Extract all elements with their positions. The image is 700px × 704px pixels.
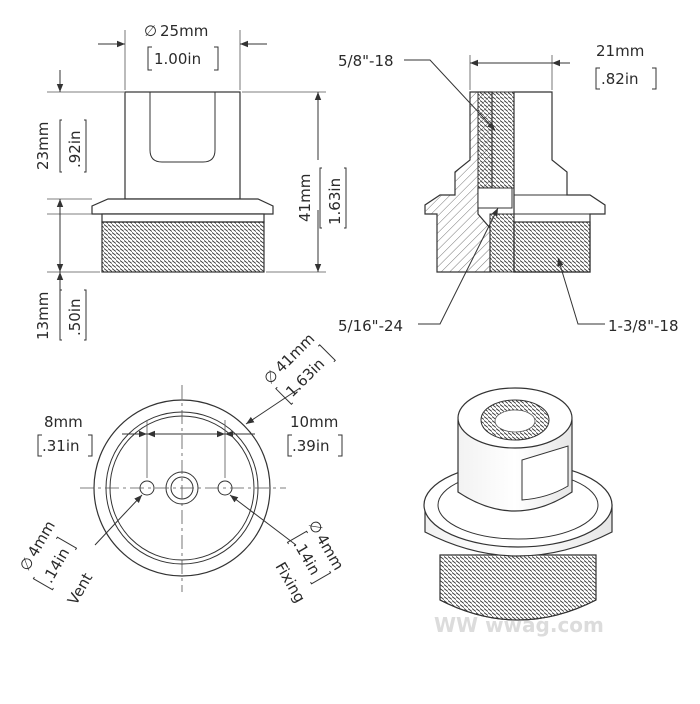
- top-thread-label: 5/8"-18: [338, 52, 394, 70]
- top-width-mm: 21mm: [596, 42, 644, 60]
- right-offset-inch: .39in: [292, 437, 330, 455]
- upper-body: [124, 91, 241, 200]
- isometric-view: [423, 387, 613, 621]
- inner-thread-label: 5/16"-24: [338, 317, 403, 335]
- thread-height-mm: 13mm: [34, 292, 52, 340]
- top-width-inch: .82in: [601, 70, 639, 88]
- flange-lower: [101, 213, 265, 223]
- iso-hex-flat: [521, 445, 569, 501]
- outer-thread: [101, 221, 265, 273]
- outer-thread-label: 1-3/8"-18: [608, 317, 679, 335]
- upper-height-mm: 23mm: [34, 122, 52, 170]
- hex-flat: [149, 92, 216, 163]
- flange: [91, 198, 274, 215]
- total-height-inch: 1.63in: [326, 178, 344, 225]
- top-thread-bore: [477, 91, 515, 189]
- watermark: WW wwag.com: [434, 613, 604, 637]
- top-diameter-symbol: ∅: [144, 22, 157, 40]
- outer-thread-profile: [513, 221, 591, 273]
- total-height-mm: 41mm: [296, 174, 314, 222]
- top-diameter-inch: 1.00in: [154, 50, 201, 68]
- front-view: ∅ 25mm 1.00in 23mm .92in 13mm .50in: [34, 22, 347, 341]
- thread-height-inch: .50in: [66, 298, 84, 336]
- upper-height-inch: .92in: [66, 130, 84, 168]
- left-offset-inch: .31in: [42, 437, 80, 455]
- section-view: 21mm .82in 5/8"-18 5/16"-24 1-3/8"-18: [338, 42, 679, 335]
- top-diameter-mm: 25mm: [160, 22, 208, 40]
- vent-label: Vent: [64, 570, 97, 608]
- right-offset-mm: 10mm: [290, 413, 338, 431]
- inner-thread-bore: [477, 187, 513, 209]
- left-offset-mm: 8mm: [44, 413, 83, 431]
- bottom-view: 8mm .31in 10mm .39in ∅ 41mm 1.63in ∅ 4mm…: [16, 330, 348, 608]
